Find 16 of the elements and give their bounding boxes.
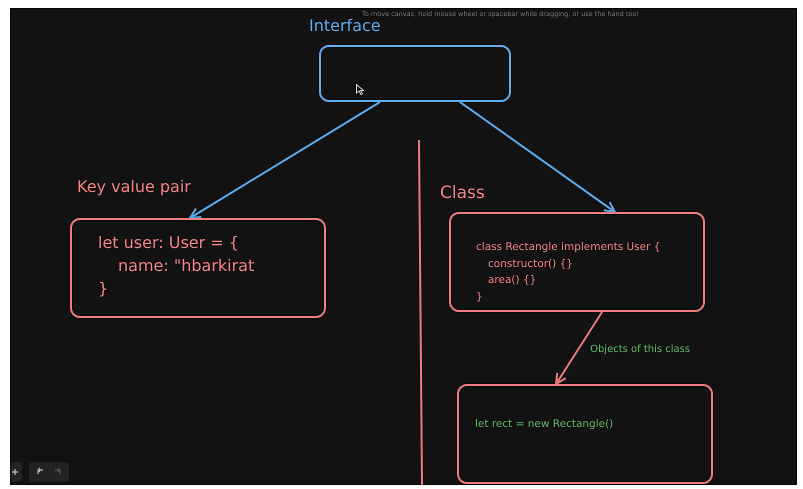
heading: Interface xyxy=(309,16,381,35)
code-line: area() {} xyxy=(488,274,536,286)
code-line: let rect = new Rectangle() xyxy=(475,418,614,430)
code-box xyxy=(457,384,713,484)
arrow xyxy=(555,311,603,385)
code-line: } xyxy=(98,279,108,298)
arrow xyxy=(189,101,381,219)
heading: Class xyxy=(440,183,485,203)
code-line: class Rectangle implements User { xyxy=(476,241,660,253)
edge-label: Objects of this class xyxy=(588,343,692,356)
code-line: } xyxy=(476,290,483,302)
heading: Key value pair xyxy=(77,177,191,196)
code-line: constructor() {} xyxy=(488,258,573,270)
code-line: let user: User = { xyxy=(98,233,239,252)
arrow xyxy=(459,101,616,213)
code-line: name: "hbarkirat xyxy=(118,256,254,275)
